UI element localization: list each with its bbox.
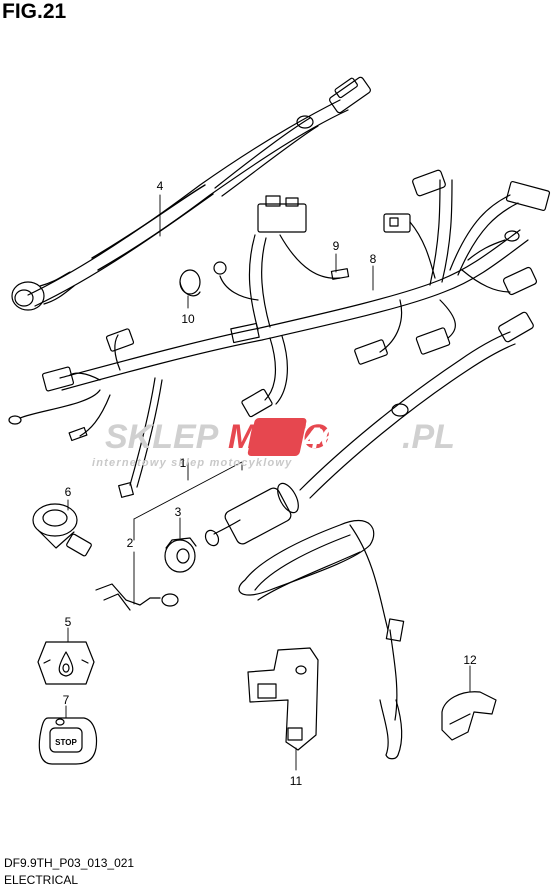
figure-code: DF9.9TH_P03_013_021 [4, 856, 135, 870]
callout-6: 6 [65, 485, 72, 499]
callout-9: 9 [333, 239, 340, 253]
figure-section: ELECTRICAL [4, 873, 79, 887]
clamp-12 [441, 691, 497, 741]
main-harness-8 [8, 169, 551, 498]
callout-10: 10 [181, 312, 195, 326]
callout-7: 7 [63, 693, 70, 707]
nut-3 [164, 537, 197, 573]
watermark-tld: .PL [402, 418, 455, 456]
stop-switch-cord [204, 311, 534, 760]
callout-leaders [65, 194, 471, 771]
plate-5 [37, 641, 95, 685]
callout-11: 11 [290, 774, 303, 788]
callout-2: 2 [127, 536, 134, 550]
watermark-sklep: SKLEP [105, 418, 219, 456]
callout-5: 5 [65, 615, 72, 629]
watermark-tagline: internetowy sklep motocyklowy [92, 457, 292, 469]
stop-plate-text: STOP [55, 738, 77, 747]
callout-8: 8 [370, 252, 377, 266]
figure-title: FIG.21 [2, 0, 67, 23]
watermark-num: 46 [303, 422, 338, 455]
callout-numbers: 1 2 3 4 5 6 7 8 9 10 11 12 STOP [55, 179, 477, 788]
harness-4 [11, 76, 371, 311]
switch-6 [32, 503, 92, 557]
bracket-11 [247, 647, 319, 751]
callout-4: 4 [157, 179, 164, 193]
callout-3: 3 [175, 505, 182, 519]
plate-2 [95, 583, 179, 611]
callout-12: 12 [463, 653, 477, 667]
callout-1: 1 [180, 456, 187, 470]
watermark: SKLEP MOTO 46 .PL internetowy sklep moto… [92, 418, 455, 469]
plate-7 [38, 717, 98, 765]
